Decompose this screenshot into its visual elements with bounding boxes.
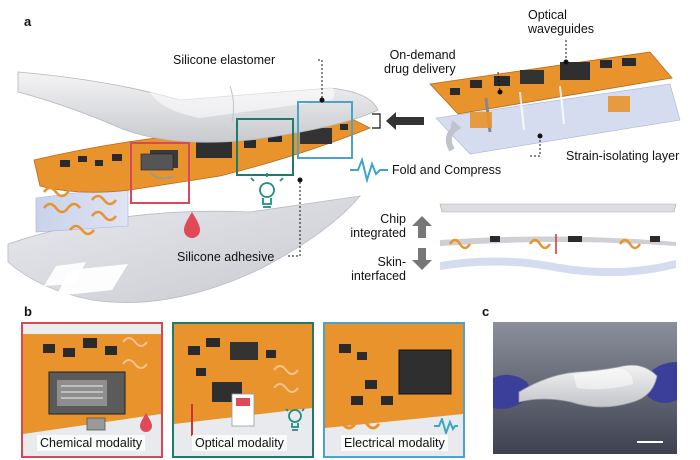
skin-interfaced-line2: interfaced [351,269,406,283]
strain-isolating-label: Strain-isolating layer [566,149,680,163]
drug-delivery-line1: On-demand [389,48,456,62]
skin-interfaced-line1: Skin- [377,255,406,269]
chip-integrated-line1: Chip [380,212,406,226]
skin-interfaced-label: Skin- interfaced [346,255,406,283]
signal-wave-icon [350,156,388,184]
optical-highlight-frame [236,118,294,176]
electrical-modality-inset: Electrical modality [323,322,465,458]
up-arrow-icon [412,216,432,238]
right-arrow [386,112,424,130]
blood-drop-icon [184,212,200,238]
light-bulb-icon [250,173,284,208]
optical-waveguides-line1: Optical [528,8,567,22]
chemical-highlight-frame [130,142,190,204]
optical-waveguides-line2: waveguides [528,22,595,36]
panel-a-label: a [24,14,32,29]
electrical-highlight-frame [297,101,353,159]
chip-integrated-label: Chip integrated [346,212,406,240]
compressed-device-bottom [440,257,676,277]
chemical-drop-icon [140,413,152,432]
chemical-modality-label: Chemical modality [37,435,146,451]
fold-compress-label: Fold and Compress [392,163,502,177]
electrical-modality-label: Electrical modality [341,435,448,451]
compressed-device-top [439,203,677,213]
strain-isolating-layer-left [35,185,129,233]
optical-bulb-icon [285,408,305,431]
chemical-modality-inset: Chemical modality [21,322,163,458]
chip-integrated-line2: integrated [350,226,406,240]
down-arrow-icon [412,248,432,270]
drug-delivery-line2: drug delivery [384,62,456,76]
electrical-wave-icon [434,418,458,434]
optical-waveguides-label: Optical waveguides [528,8,594,36]
optical-modality-inset: Optical modality [172,322,314,458]
drug-delivery-label: On-demand drug delivery [384,48,456,76]
panel-b-label: b [24,304,32,319]
silicone-elastomer-label: Silicone elastomer [173,53,276,67]
device-photo-art [493,322,677,454]
panel-c-label: c [482,304,490,319]
silicone-adhesive-label: Silicone adhesive [177,250,275,264]
optical-modality-label: Optical modality [192,435,287,451]
device-photo [493,322,677,454]
